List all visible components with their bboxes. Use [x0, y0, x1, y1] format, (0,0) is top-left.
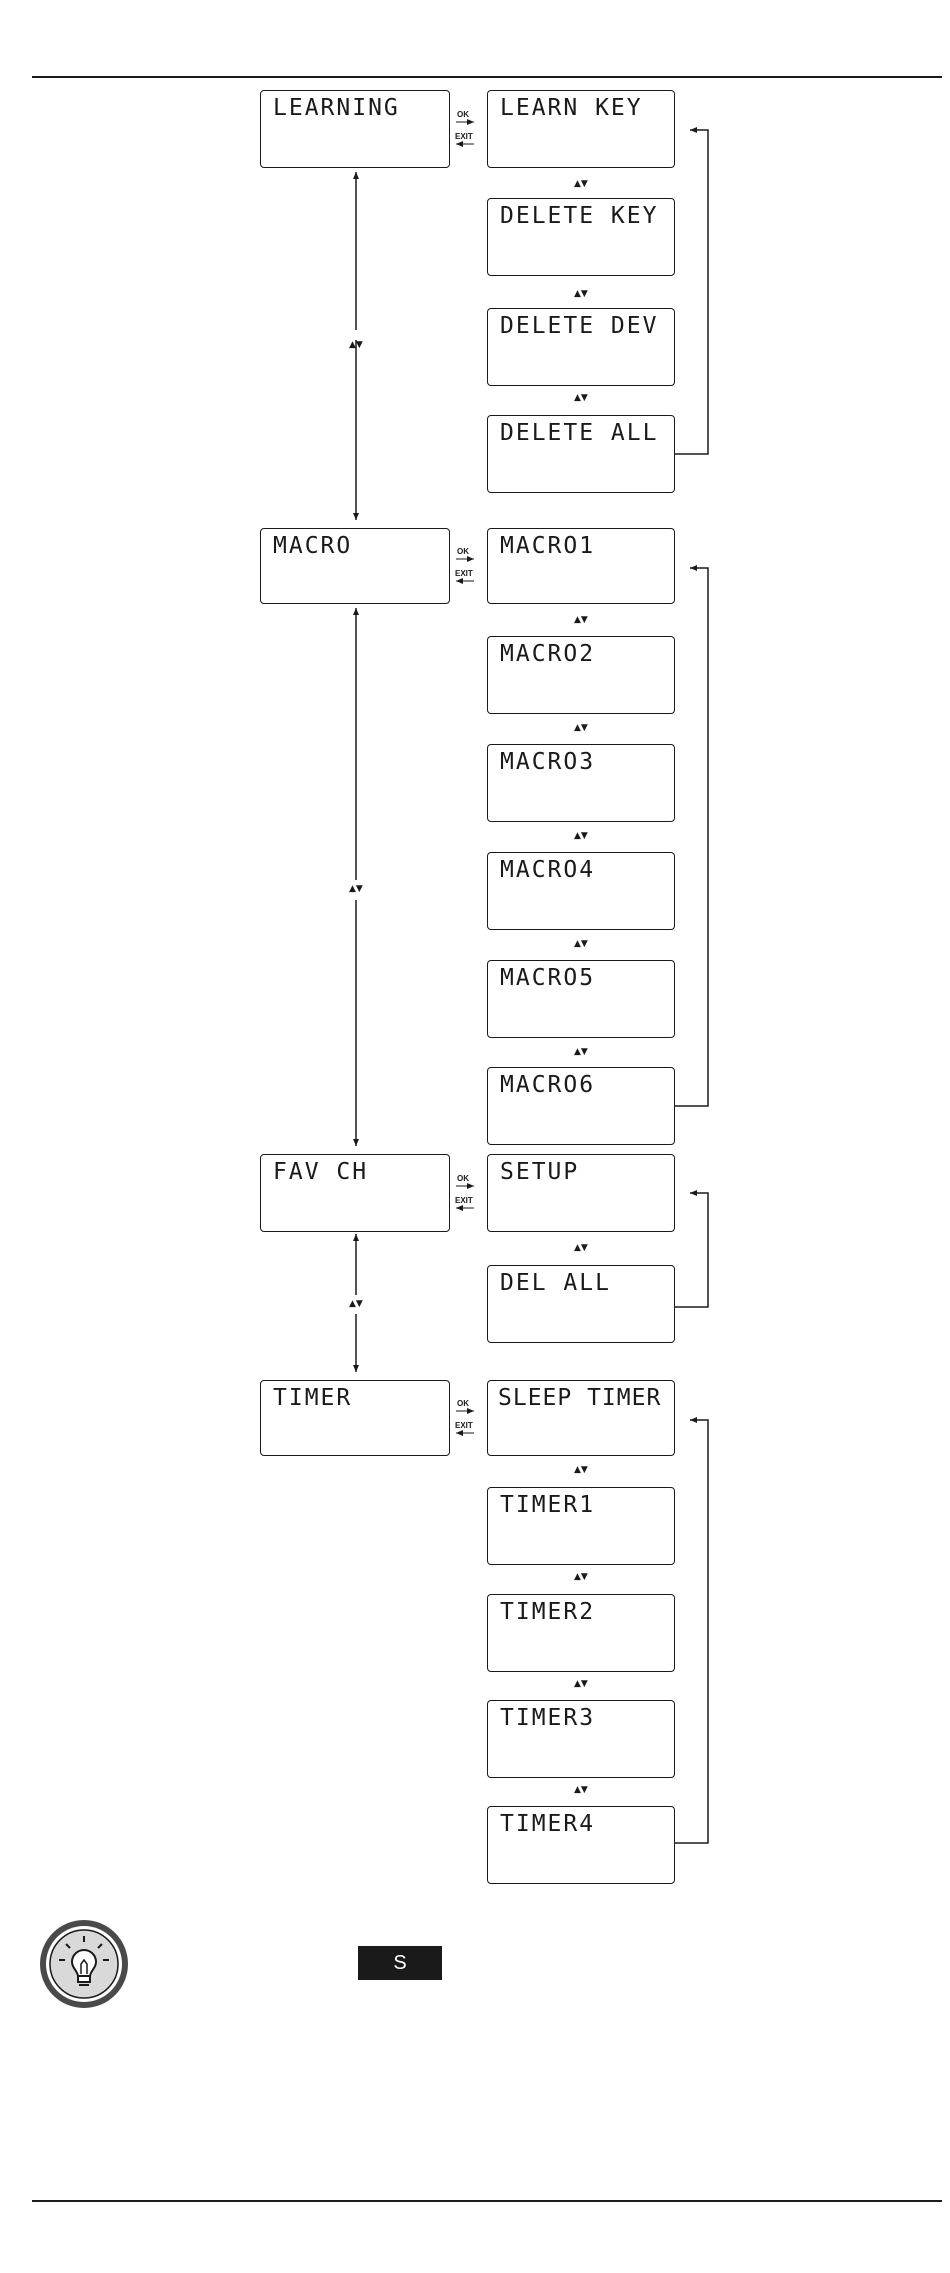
item-label: LEARN KEY — [500, 97, 643, 120]
nav-arrows-icon: ▲▼ — [574, 832, 588, 841]
nav-arrows-icon: ▲▼ — [574, 940, 588, 949]
submenu-item[interactable]: MACRO3 — [487, 744, 675, 822]
submenu-item[interactable]: SETUP — [487, 1154, 675, 1232]
nav-arrows-icon: ▲▼ — [574, 1573, 588, 1582]
highlight-badge: S — [358, 1946, 442, 1980]
nav-arrows-icon: ▲▼ — [574, 180, 588, 189]
submenu-item[interactable]: TIMER1 — [487, 1487, 675, 1565]
item-label: SETUP — [500, 1161, 579, 1184]
nav-arrows-icon: ▲▼ — [574, 1680, 588, 1689]
item-label: DELETE ALL — [500, 422, 658, 445]
nav-arrows-icon: ▲▼ — [574, 1048, 588, 1057]
item-label: MACRO4 — [500, 859, 595, 882]
nav-arrows-icon: ▲▼ — [349, 885, 363, 894]
item-label: SLEEP TIMER — [498, 1387, 661, 1410]
menu-label: MACRO — [273, 535, 352, 558]
item-label: TIMER4 — [500, 1813, 595, 1836]
submenu-item[interactable]: MACRO5 — [487, 960, 675, 1038]
exit-label: EXIT — [455, 133, 473, 141]
nav-arrows-icon: ▲▼ — [574, 1786, 588, 1795]
ok-label: OK — [457, 1400, 469, 1408]
item-label: DELETE DEV — [500, 315, 658, 338]
item-label: TIMER1 — [500, 1494, 595, 1517]
nav-arrows-icon: ▲▼ — [349, 341, 363, 350]
submenu-item[interactable]: TIMER3 — [487, 1700, 675, 1778]
item-label: MACRO1 — [500, 535, 595, 558]
nav-arrows-icon: ▲▼ — [574, 290, 588, 299]
item-label: DELETE KEY — [500, 205, 658, 228]
submenu-item[interactable]: DELETE KEY — [487, 198, 675, 276]
loop-favch — [675, 1193, 708, 1307]
item-label: MACRO6 — [500, 1074, 595, 1097]
exit-label: EXIT — [455, 1422, 473, 1430]
item-label: DEL ALL — [500, 1272, 611, 1295]
ok-label: OK — [457, 548, 469, 556]
loop-learning — [675, 130, 708, 454]
lightbulb-icon — [38, 1918, 130, 2010]
item-label: TIMER3 — [500, 1707, 595, 1730]
item-label: TIMER2 — [500, 1601, 595, 1624]
loop-macro — [675, 568, 708, 1106]
nav-arrows-icon: ▲▼ — [349, 1300, 363, 1309]
nav-arrows-icon: ▲▼ — [574, 1244, 588, 1253]
exit-label: EXIT — [455, 1197, 473, 1205]
menu-macro[interactable]: MACRO — [260, 528, 450, 604]
nav-arrows-icon: ▲▼ — [574, 394, 588, 403]
item-label: MACRO5 — [500, 967, 595, 990]
exit-label: EXIT — [455, 570, 473, 578]
submenu-item[interactable]: DELETE ALL — [487, 415, 675, 493]
submenu-item[interactable]: DEL ALL — [487, 1265, 675, 1343]
submenu-item[interactable]: MACRO6 — [487, 1067, 675, 1145]
submenu-item[interactable]: LEARN KEY — [487, 90, 675, 168]
item-label: MACRO2 — [500, 643, 595, 666]
nav-arrows-icon: ▲▼ — [574, 1466, 588, 1475]
loop-timer — [675, 1420, 708, 1843]
submenu-item[interactable]: MACRO4 — [487, 852, 675, 930]
submenu-item[interactable]: MACRO1 — [487, 528, 675, 604]
menu-label: TIMER — [273, 1387, 352, 1410]
submenu-item[interactable]: TIMER2 — [487, 1594, 675, 1672]
submenu-item[interactable]: MACRO2 — [487, 636, 675, 714]
ok-label: OK — [457, 111, 469, 119]
submenu-item[interactable]: DELETE DEV — [487, 308, 675, 386]
submenu-item[interactable]: TIMER4 — [487, 1806, 675, 1884]
menu-learning[interactable]: LEARNING — [260, 90, 450, 168]
submenu-item[interactable]: SLEEP TIMER — [487, 1380, 675, 1456]
menu-label: LEARNING — [273, 97, 400, 120]
ok-label: OK — [457, 1175, 469, 1183]
menu-timer[interactable]: TIMER — [260, 1380, 450, 1456]
menu-label: FAV CH — [273, 1161, 368, 1184]
menu-fav-ch[interactable]: FAV CH — [260, 1154, 450, 1232]
nav-arrows-icon: ▲▼ — [574, 724, 588, 733]
nav-arrows-icon: ▲▼ — [574, 616, 588, 625]
item-label: MACRO3 — [500, 751, 595, 774]
